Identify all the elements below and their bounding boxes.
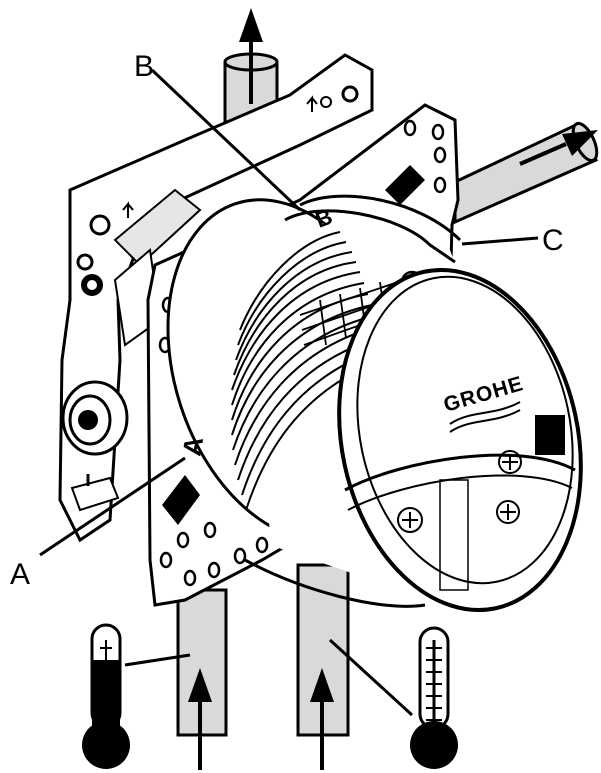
clip-icon [162, 475, 200, 525]
arrowhead-right-icon [562, 130, 598, 156]
leader-line-c [461, 236, 539, 246]
leader-line-a [39, 456, 186, 557]
inlet-pipe-hot [296, 563, 350, 770]
callout-b: B [134, 50, 154, 83]
inlet-pipe-cold [176, 588, 228, 770]
leader-line-b [150, 68, 302, 212]
cartridge-mark-a: A [176, 434, 209, 458]
side-connection-nut [61, 380, 129, 512]
back-mounting-frame [58, 53, 378, 543]
outlet-pipe-right [453, 121, 599, 225]
dial-icon [498, 450, 522, 474]
clip-icon [385, 165, 425, 205]
arrowhead-up-icon [239, 8, 263, 42]
thermometer-cold-icon [82, 623, 130, 769]
arrowhead-up-icon [188, 668, 212, 702]
callout-a: A [10, 558, 30, 591]
thermometer-hot-icon [410, 626, 458, 769]
leader-line-hot [328, 638, 414, 717]
dial-symbols [397, 450, 522, 533]
symbol-grid [439, 415, 565, 591]
dial-icon [496, 500, 520, 524]
arrowhead-up-icon [310, 668, 334, 702]
dial-icon [397, 507, 423, 533]
leader-lines [39, 68, 539, 717]
leader-line-cold [124, 653, 191, 667]
flow-arrow-icon [519, 142, 567, 166]
callout-c: C [542, 224, 564, 257]
